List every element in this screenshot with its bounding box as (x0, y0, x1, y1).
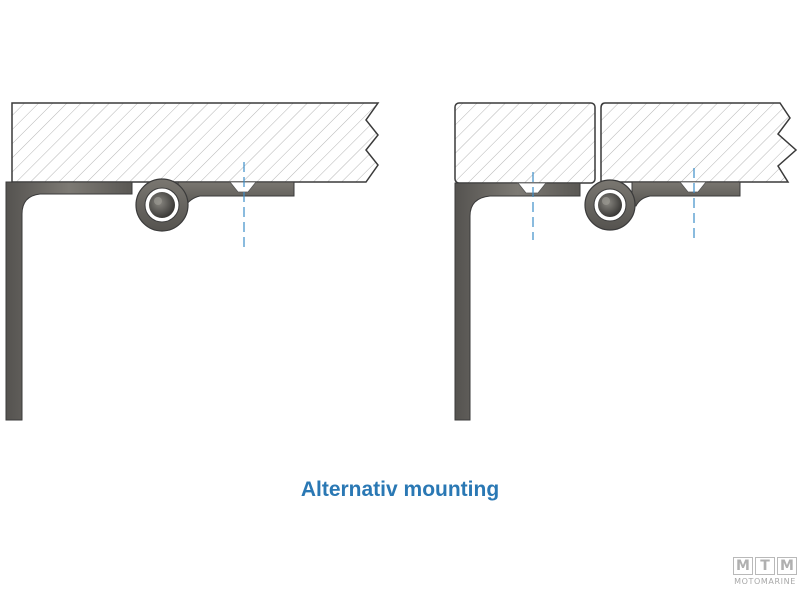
left-countersink (229, 181, 257, 193)
diagram-caption: Alternativ mounting (300, 478, 500, 501)
left-l-bracket (5, 181, 133, 421)
hinge-pin-icon (584, 179, 636, 231)
logo-letter: T (755, 557, 775, 575)
hinge-pin-icon (135, 178, 189, 232)
brand-logo: M T M MOTOMARINE (733, 557, 799, 597)
logo-letter: M (777, 557, 797, 575)
right-assembly (454, 102, 798, 421)
right-l-bracket (454, 182, 581, 421)
logo-letters: M T M (733, 557, 799, 575)
right-countersink-right (679, 181, 707, 193)
right-board-left (454, 102, 596, 184)
left-board (11, 102, 380, 183)
logo-text: MOTOMARINE (734, 577, 796, 586)
left-assembly (5, 102, 380, 421)
right-hinge-leaf (631, 181, 741, 207)
logo-letter: M (733, 557, 753, 575)
right-countersink-left (517, 182, 547, 194)
right-board-right (600, 102, 798, 183)
